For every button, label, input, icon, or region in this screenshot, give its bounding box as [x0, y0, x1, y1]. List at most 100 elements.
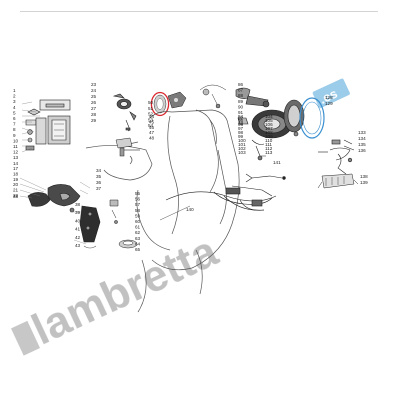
- callout-27: 27: [91, 106, 97, 111]
- callout-43: 43: [75, 243, 81, 248]
- callout-104: 104: [265, 114, 273, 119]
- callout-24: 24: [91, 88, 97, 93]
- callout-22: 22: [13, 193, 19, 198]
- callout-100: 100: [238, 138, 246, 143]
- callout-97: 97: [238, 126, 244, 131]
- callout-14: 14: [13, 161, 19, 166]
- callout-5: 5: [13, 110, 16, 115]
- callout-134: 134: [358, 136, 366, 141]
- callout-129: 129: [325, 101, 333, 106]
- callout-51: 51: [148, 106, 154, 111]
- body-frame: [85, 109, 240, 313]
- terminal-block: [317, 173, 359, 189]
- callout-53: 53: [148, 117, 154, 122]
- callout-2: 2: [13, 94, 16, 99]
- callout-90: 90: [238, 104, 244, 109]
- callout-136: 136: [358, 148, 366, 153]
- callout-55: 55: [135, 191, 141, 196]
- callout-139: 139: [360, 180, 368, 185]
- callout-108: 108: [265, 130, 273, 135]
- callout-98: 98: [238, 130, 244, 135]
- callout-29: 29: [91, 118, 97, 123]
- watermark-suffix: .es: [317, 86, 340, 107]
- callout-133: 133: [358, 130, 366, 135]
- small-parts: [109, 199, 138, 249]
- callout-19: 19: [13, 177, 19, 182]
- callout-3: 3: [13, 99, 16, 104]
- callout-6: 6: [13, 116, 16, 121]
- callout-39: 39: [75, 210, 81, 215]
- callout-99: 99: [238, 134, 244, 139]
- callout-48: 48: [149, 136, 155, 141]
- callout-141: 141: [273, 160, 281, 165]
- callout-64: 64: [135, 241, 141, 246]
- callout-52: 52: [148, 112, 154, 117]
- callout-33: 33: [13, 194, 19, 199]
- callout-37: 37: [96, 186, 102, 191]
- callout-57: 57: [135, 202, 141, 207]
- bezel-parts: [112, 93, 137, 132]
- callout-106: 106: [265, 122, 273, 127]
- callout-8: 8: [13, 127, 16, 132]
- callout-40: 40: [75, 218, 81, 223]
- callout-54: 54: [148, 123, 154, 128]
- callout-38: 38: [75, 202, 81, 207]
- callout-63: 63: [135, 236, 141, 241]
- callout-46: 46: [149, 125, 155, 130]
- callout-56: 56: [135, 197, 141, 202]
- lamp-lens: [283, 97, 325, 139]
- callout-135: 135: [358, 142, 366, 147]
- callout-1: 1: [13, 88, 16, 93]
- callout-11: 11: [13, 144, 18, 149]
- watermark-badge: [312, 78, 350, 108]
- wiring-harness: [159, 185, 277, 221]
- clamp-bolts: [115, 84, 227, 157]
- highlight-circle: [150, 91, 170, 117]
- callout-34: 34: [96, 168, 102, 173]
- headlamp-assembly: [235, 87, 293, 161]
- callout-45: 45: [149, 119, 155, 124]
- callout-110: 110: [265, 138, 273, 143]
- callout-101: 101: [238, 142, 246, 147]
- callout-92: 92: [238, 116, 244, 121]
- callout-25: 25: [91, 94, 97, 99]
- callout-12: 12: [13, 150, 19, 155]
- callout-113: 113: [265, 150, 273, 155]
- watermark-letter-block: [11, 320, 41, 356]
- cable-141: [245, 173, 286, 183]
- callout-102: 102: [238, 146, 246, 151]
- top-divider: [20, 11, 378, 12]
- callout-20: 20: [13, 182, 19, 187]
- callout-9: 9: [13, 133, 16, 138]
- callout-18: 18: [13, 171, 19, 176]
- callout-107: 107: [265, 126, 273, 131]
- callout-112: 112: [265, 146, 273, 151]
- callout-23: 23: [91, 82, 97, 87]
- callout-128: 128: [325, 95, 333, 100]
- callout-50: 50: [148, 100, 154, 105]
- horn-unit: [19, 177, 91, 213]
- callout-58: 58: [135, 208, 141, 213]
- callout-10: 10: [13, 138, 19, 143]
- callout-59: 59: [135, 213, 141, 218]
- callout-4: 4: [13, 105, 16, 110]
- callout-103: 103: [238, 150, 246, 155]
- callout-94: 94: [238, 114, 244, 119]
- callout-89: 89: [238, 99, 244, 104]
- callout-36: 36: [96, 180, 102, 185]
- callout-60: 60: [135, 219, 141, 224]
- callout-65: 65: [135, 247, 141, 252]
- callout-42: 42: [75, 235, 81, 240]
- callout-44: 44: [149, 114, 155, 119]
- callout-111: 111: [265, 142, 272, 147]
- callout-105: 105: [265, 118, 273, 123]
- callout-140: 140: [186, 207, 194, 212]
- callout-21: 21: [13, 188, 19, 193]
- callout-93: 93: [238, 121, 244, 126]
- lens-ring: [299, 97, 325, 139]
- callout-138: 138: [360, 174, 368, 179]
- callout-88: 88: [238, 93, 244, 98]
- callout-41: 41: [75, 227, 81, 232]
- bracket-plate: [70, 205, 101, 249]
